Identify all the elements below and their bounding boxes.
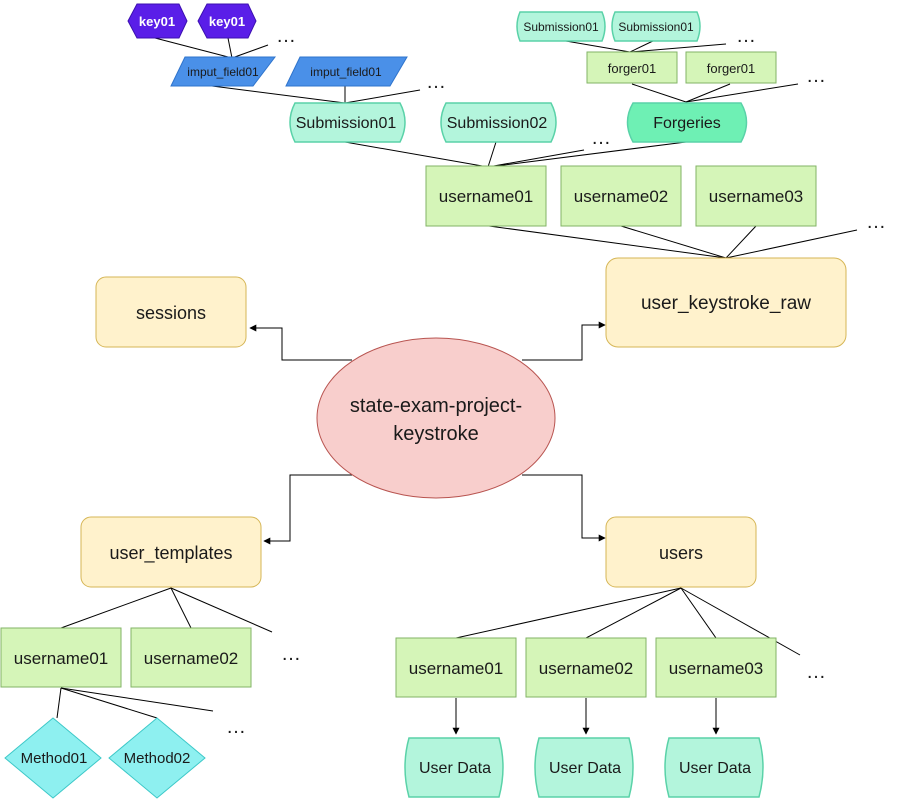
input-field-2-label: imput_field01 (310, 65, 382, 79)
ellipsis-template-users: … (281, 643, 301, 665)
ellipsis-methods: … (226, 716, 246, 738)
ellipsis-input-fields: … (426, 71, 446, 93)
user-data-3: User Data (664, 737, 764, 798)
raw-username-3-label: username03 (709, 187, 804, 206)
forgery-submission-1-label: Submission01 (523, 20, 599, 34)
input-field-1: imput_field01 (170, 56, 277, 87)
template-username-1-label: username01 (14, 649, 109, 668)
ellipsis-submissions: … (591, 127, 611, 149)
users-username-1: username01 (395, 637, 517, 698)
input-field-1-label: imput_field01 (187, 65, 259, 79)
collection-user-templates: user_templates (80, 516, 262, 588)
user-templates-label: user_templates (109, 543, 232, 564)
template-username-2: username02 (130, 627, 252, 688)
ellipsis-forgery-submissions: … (736, 25, 756, 47)
raw-username-1: username01 (425, 165, 547, 227)
arrow-to-user-templates (263, 474, 352, 545)
forgery-submission-2: Submission01 (611, 11, 701, 42)
root-node: state-exam-project- keystroke (316, 337, 556, 499)
key-2: key01 (197, 3, 257, 39)
method-1-label: Method01 (21, 750, 88, 767)
forger-2: forger01 (685, 51, 777, 84)
users-username-3-label: username03 (669, 659, 764, 678)
input-field-2: imput_field01 (285, 56, 408, 87)
user-data-1-label: User Data (419, 760, 491, 777)
users-username-1-label: username01 (409, 659, 504, 678)
key-1: key01 (127, 3, 188, 39)
raw-username-2: username02 (560, 165, 682, 227)
method-2: Method02 (108, 717, 206, 799)
ellipsis-users: … (806, 661, 826, 683)
submission-2: Submission02 (440, 102, 557, 143)
users-username-3: username03 (655, 637, 777, 698)
method-1: Method01 (4, 717, 102, 799)
user-data-2: User Data (534, 737, 634, 798)
key-1-label: key01 (139, 14, 175, 29)
collection-sessions: sessions (95, 276, 247, 348)
sessions-label: sessions (136, 303, 206, 323)
submission-1: Submission01 (289, 102, 406, 143)
forgeries: Forgeries (626, 102, 748, 143)
user-keystroke-raw-label: user_keystroke_raw (641, 293, 811, 314)
forgeries-label: Forgeries (653, 115, 721, 132)
collection-users: users (605, 516, 757, 588)
template-username-2-label: username02 (144, 649, 239, 668)
forgery-submission-2-label: Submission01 (618, 20, 694, 34)
root-arrows (249, 321, 720, 735)
raw-username-3: username03 (695, 165, 817, 227)
forger-1: forger01 (586, 51, 678, 84)
collection-user-keystroke-raw: user_keystroke_raw (605, 257, 847, 348)
user-data-1: User Data (404, 737, 504, 798)
forger-1-label: forger01 (608, 61, 656, 76)
user-data-2-label: User Data (549, 760, 621, 777)
users-username-2: username02 (525, 637, 647, 698)
arrow-to-user-keystroke-raw (522, 321, 606, 361)
forgery-submission-1: Submission01 (516, 11, 606, 42)
raw-username-1-label: username01 (439, 187, 534, 206)
raw-username-2-label: username02 (574, 187, 669, 206)
template-username-1: username01 (0, 627, 122, 688)
root-label-line2: keystroke (393, 423, 479, 445)
ellipsis-raw-users: … (866, 211, 886, 233)
submission-1-label: Submission01 (296, 115, 397, 132)
submission-2-label: Submission02 (447, 115, 548, 132)
arrow-to-users (522, 474, 606, 542)
root-label-line1: state-exam-project- (350, 395, 522, 417)
connector-lines (56, 37, 858, 719)
key-2-label: key01 (209, 14, 245, 29)
ellipsis-keys: … (276, 25, 296, 47)
users-label: users (659, 543, 703, 563)
user-data-3-label: User Data (679, 760, 751, 777)
users-username-2-label: username02 (539, 659, 634, 678)
forger-2-label: forger01 (707, 61, 755, 76)
method-2-label: Method02 (124, 750, 191, 767)
arrow-to-sessions (249, 324, 352, 361)
ellipsis-markers: … … … … … … … … … (226, 25, 886, 738)
ellipsis-forgers: … (806, 65, 826, 87)
